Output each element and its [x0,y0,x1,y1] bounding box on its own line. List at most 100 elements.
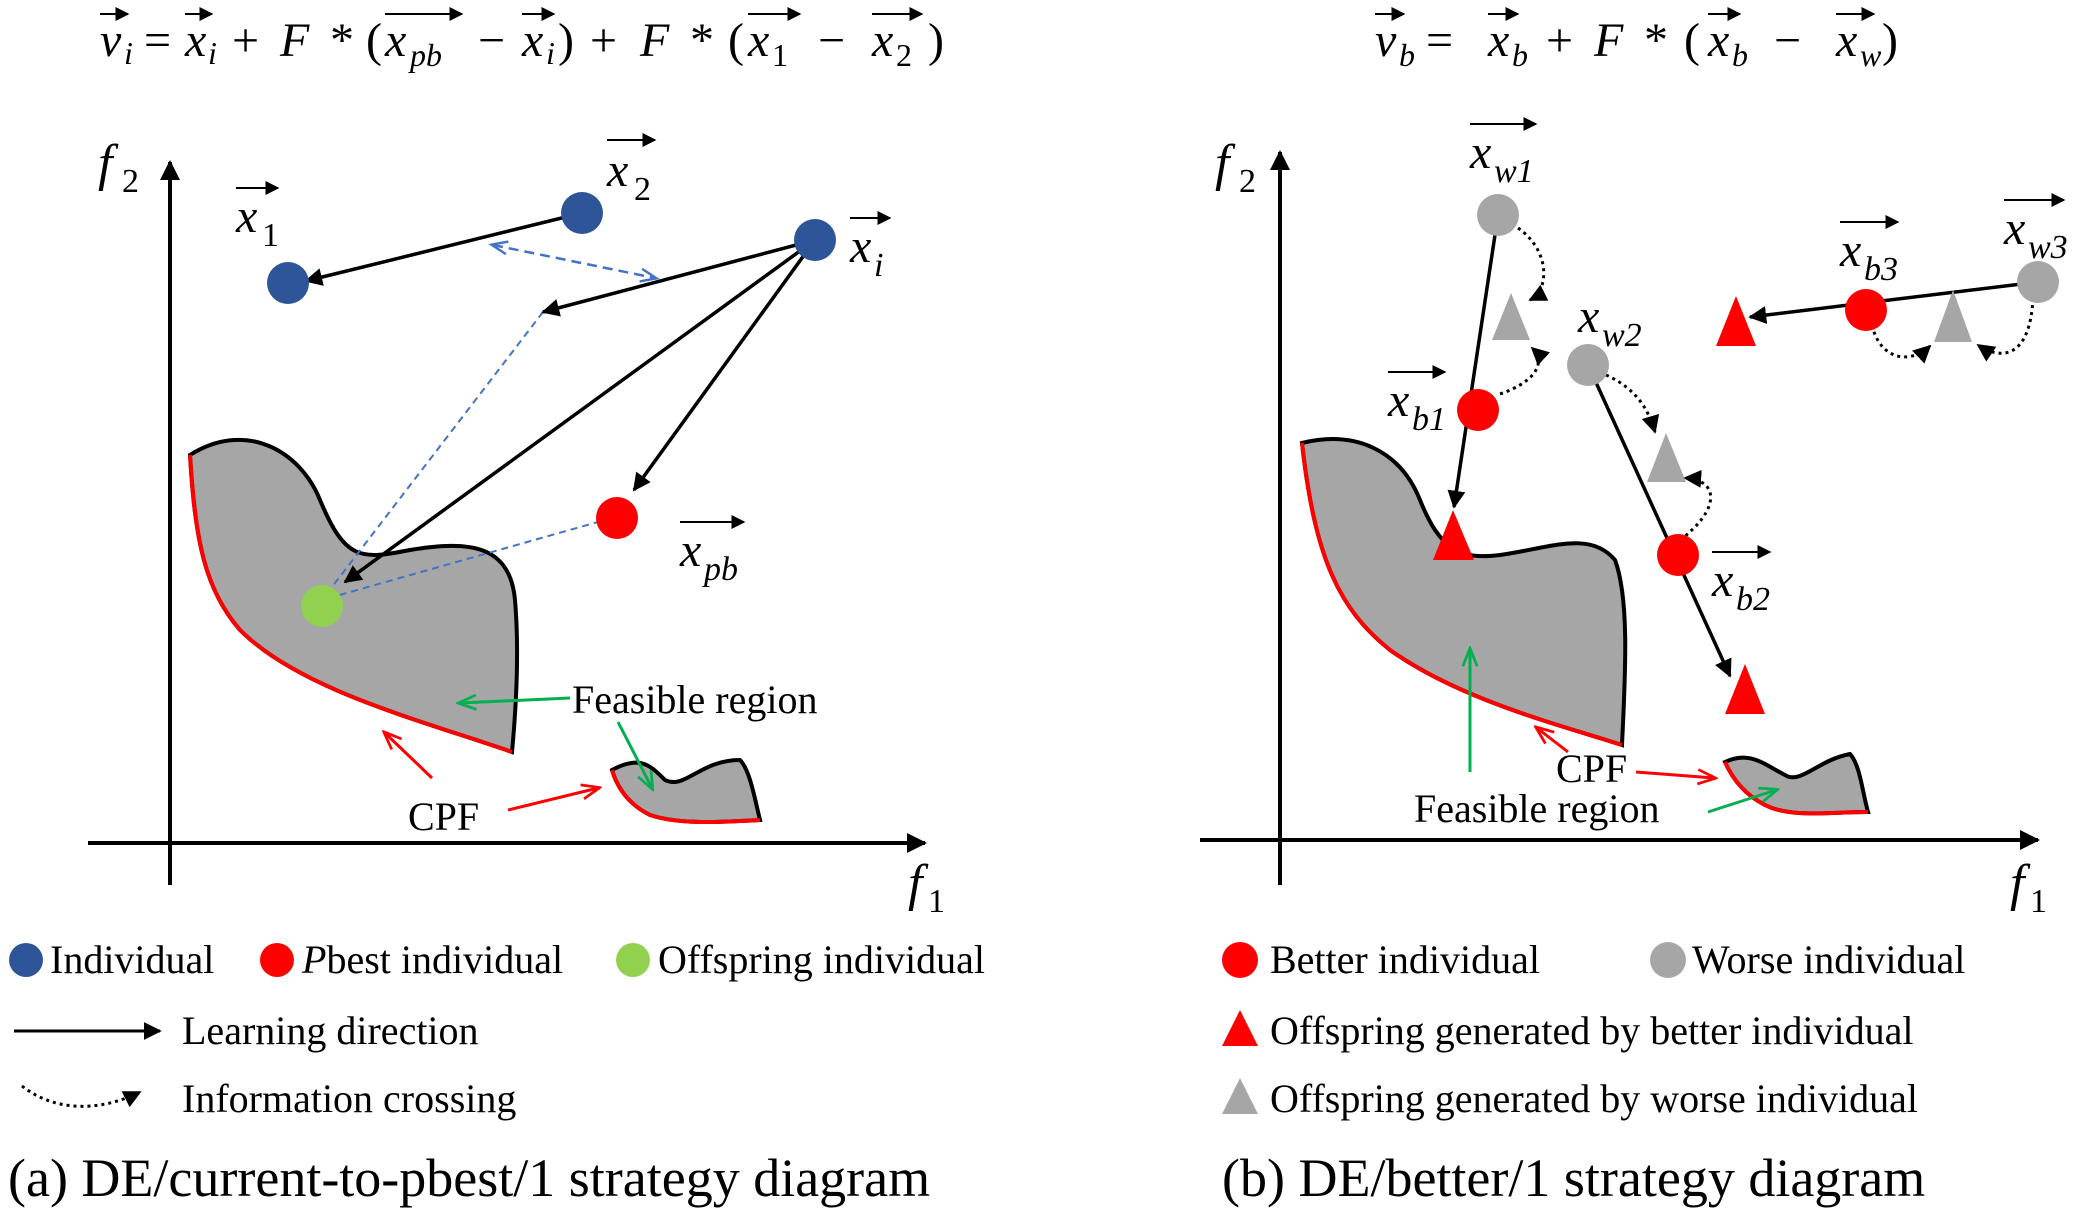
svg-text:b1: b1 [1412,401,1446,438]
svg-text:+: + [1546,14,1573,67]
svg-text:x: x [747,14,769,67]
svg-text:*: * [690,14,714,67]
svg-text:x: x [384,14,406,67]
legend-better-label: Better individual [1270,937,1540,982]
panel-b-cpf-label: CPF [1556,746,1627,791]
panel-a-dashed-x1x2 [493,245,655,278]
svg-text:1: 1 [928,883,945,920]
panel-b-label-xb1: x b1 [1387,365,1447,438]
svg-text:*: * [1644,14,1668,67]
svg-text:): ) [558,14,574,67]
svg-text:f: f [2010,855,2031,912]
panel-b-caption: (b) DE/better/1 strategy diagram [1222,1148,1925,1208]
svg-text:x: x [1835,14,1857,67]
panel-b-point-xw3 [2017,261,2059,303]
panel-b-crossing-b2 [1679,469,1713,542]
legend-pbest-marker [260,943,294,977]
svg-text:(: ( [366,14,382,67]
svg-text:F: F [1593,14,1624,67]
panel-b-crossing-b3 [1870,324,1932,364]
legend-better-marker [1222,942,1258,978]
panel-b-crossing-w1 [1517,226,1549,302]
formula-left: v i = x i + F * ( x pb − x i ) + F * ( x… [100,7,944,73]
panel-b-cpf-pointer-small [1635,772,1714,778]
legend-pbest-label: Pbest individual [301,937,563,982]
panel-a-cpf-pointer-main [385,733,434,780]
panel-a-cpf-label: CPF [408,794,479,839]
svg-text:x: x [1577,290,1599,343]
svg-text:b3: b3 [1864,251,1898,288]
panel-a-label-x2: x 2 [606,133,657,208]
panel-b-feasible-region [1299,437,1628,748]
panel-b: f 2 f 1 [1200,117,2068,1208]
panel-b-label-xb3: x b3 [1839,215,1900,288]
panel-b-point-xb3 [1845,289,1887,331]
panel-b-offspring-better-1 [1433,510,1474,560]
legend-worse-marker [1650,942,1686,978]
svg-text:2: 2 [122,163,139,200]
panel-a-dashed-from-pbest [321,517,613,601]
panel-b-label-xw1: x w1 [1469,117,1538,190]
svg-text:f: f [1215,135,1236,192]
panel-b-legend: Better individual Worse individual Offsp… [1222,937,1965,1121]
svg-text:x: x [1707,14,1729,67]
legend-crossing-arrow [21,1084,142,1108]
svg-text:b2: b2 [1736,581,1770,618]
panel-b-point-xw1 [1477,194,1519,236]
svg-text:v: v [1375,14,1397,67]
panel-a-arrow-xi-to-mid [541,238,816,317]
panel-a-label-xpb: x pb [679,515,746,588]
legend-offspring-better-label: Offspring generated by better individual [1270,1008,1914,1053]
legend-offspring-worse-label: Offspring generated by worse individual [1270,1076,1918,1121]
svg-text:x: x [2003,202,2025,255]
svg-text:x: x [871,14,893,67]
svg-text:2: 2 [634,171,651,208]
panel-a-point-xi [794,219,836,261]
panel-b-label-xw3: x w3 [2003,193,2068,266]
panel-b-small-feasible-region [1722,751,1871,816]
panel-b-feasible-label: Feasible region [1414,786,1660,831]
svg-text:f: f [908,855,929,912]
svg-text:1: 1 [772,37,788,73]
panel-a-label-xi: x i [849,211,892,284]
svg-text:1: 1 [262,217,279,254]
svg-text:x: x [679,524,701,577]
panel-b-x-axis-label: f 1 [2010,855,2047,920]
legend-offspring-marker [616,943,650,977]
svg-text:x: x [1711,554,1733,607]
panel-b-offspring-worse-3 [1934,290,1972,342]
panel-b-offspring-better-2 [1725,664,1765,714]
legend-offspring-label: Offspring individual [658,937,985,982]
svg-text:x: x [1469,126,1491,179]
svg-text:x: x [235,190,257,243]
svg-text:pb: pb [408,37,442,73]
svg-text:x: x [849,220,871,273]
panel-b-point-xw2 [1567,344,1609,386]
svg-text:1: 1 [2030,883,2047,920]
panel-a-small-feasible-region [609,757,763,825]
panel-a-cpf-curve [188,454,513,754]
svg-text:2: 2 [896,37,912,73]
panel-b-crossing-w2 [1605,373,1660,434]
svg-text:=: = [144,14,171,67]
svg-text:*: * [330,14,354,67]
svg-text:w2: w2 [1602,317,1642,354]
panel-a-dashed-to-offspring [321,311,544,601]
svg-text:F: F [279,14,310,67]
panel-a-small-cpf-curve [610,769,761,825]
panel-a-point-x2 [561,192,603,234]
svg-text:x: x [1487,14,1509,67]
panel-b-feasible-pointer-small [1707,790,1776,814]
panel-b-point-xb2 [1657,534,1699,576]
svg-text:b: b [1512,37,1528,73]
svg-text:w: w [1860,37,1882,73]
svg-text:x: x [184,14,206,67]
svg-text:F: F [639,14,670,67]
svg-text:): ) [1882,14,1898,67]
panel-b-crossing-w3 [1976,297,2035,362]
svg-text:+: + [232,14,259,67]
panel-a-point-x1 [267,262,309,304]
panel-b-label-xb2: x b2 [1711,545,1772,618]
panel-b-small-cpf-curve [1723,761,1869,816]
